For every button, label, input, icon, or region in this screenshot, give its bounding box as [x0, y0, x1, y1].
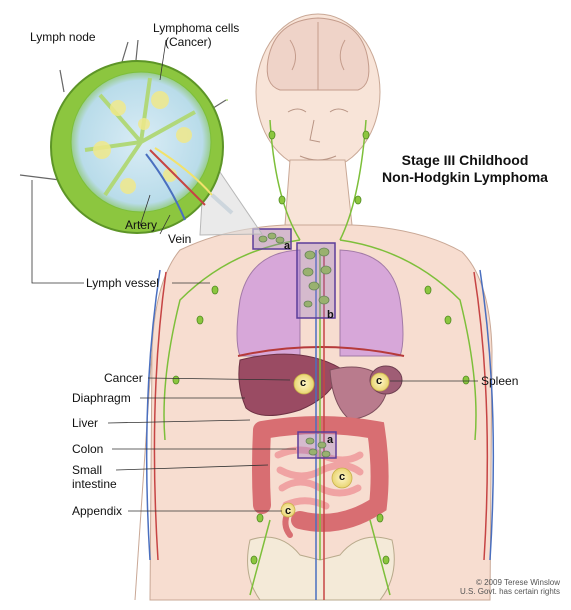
label-colon: Colon — [72, 442, 104, 456]
label-cancer: Cancer — [104, 371, 143, 385]
cancer-nodes-abdomen — [305, 437, 331, 458]
lymph-nodes — [172, 130, 470, 565]
copyright-credit: © 2009 Terese Winslow U.S. Govt. has cer… — [430, 578, 560, 596]
label-small-intestine-2: intestine — [72, 477, 117, 491]
inset-vein — [145, 153, 186, 221]
label-small-intestine-1: Small — [72, 463, 103, 477]
tag-c-liver: c — [300, 377, 307, 389]
tag-a-neck: a — [284, 240, 291, 252]
credit-line-1: © 2009 Terese Winslow — [475, 578, 560, 587]
region-box-chest — [296, 242, 336, 319]
title-line-2: Non-Hodgkin Lymphoma — [382, 169, 548, 185]
lymph-node-inset — [19, 39, 234, 234]
tag-c-appendix: c — [285, 505, 292, 517]
label-diaphragm: Diaphragm — [72, 391, 131, 405]
cancer-nodes-neck — [258, 232, 285, 244]
right-lung — [236, 249, 301, 357]
region-box-abdomen — [297, 431, 337, 459]
inset-artery — [149, 149, 206, 206]
label-lymph-node: Lymph node — [30, 30, 96, 44]
tumors — [280, 372, 390, 518]
blood-vessels — [145, 250, 495, 600]
tag-c-intestine: c — [339, 471, 346, 483]
cancer-nodes-chest — [302, 247, 332, 308]
label-artery: Artery — [125, 218, 158, 232]
label-lymphoma-cells: Lymphoma cells — [153, 21, 240, 35]
credit-line-2: U.S. Govt. has certain rights — [459, 587, 560, 596]
label-appendix: Appendix — [72, 504, 123, 518]
title-line-1: Stage III Childhood — [401, 152, 529, 168]
label-spleen: Spleen — [481, 374, 519, 388]
liver — [238, 353, 341, 416]
label-liver: Liver — [72, 416, 99, 430]
colon — [252, 416, 389, 532]
label-lymph-vessel: Lymph vessel — [86, 276, 159, 290]
leader-lines — [31, 39, 478, 512]
diagram-title: Stage III Childhood Non-Hodgkin Lymphoma — [380, 152, 550, 186]
tag-a-abdomen: a — [327, 434, 334, 446]
label-lymphoma-cancer: (Cancer) — [165, 35, 212, 49]
label-vein: Vein — [168, 232, 192, 246]
face — [287, 108, 349, 161]
left-lung — [339, 249, 404, 357]
tag-c-spleen: c — [376, 375, 383, 387]
tag-b-chest: b — [327, 309, 334, 321]
